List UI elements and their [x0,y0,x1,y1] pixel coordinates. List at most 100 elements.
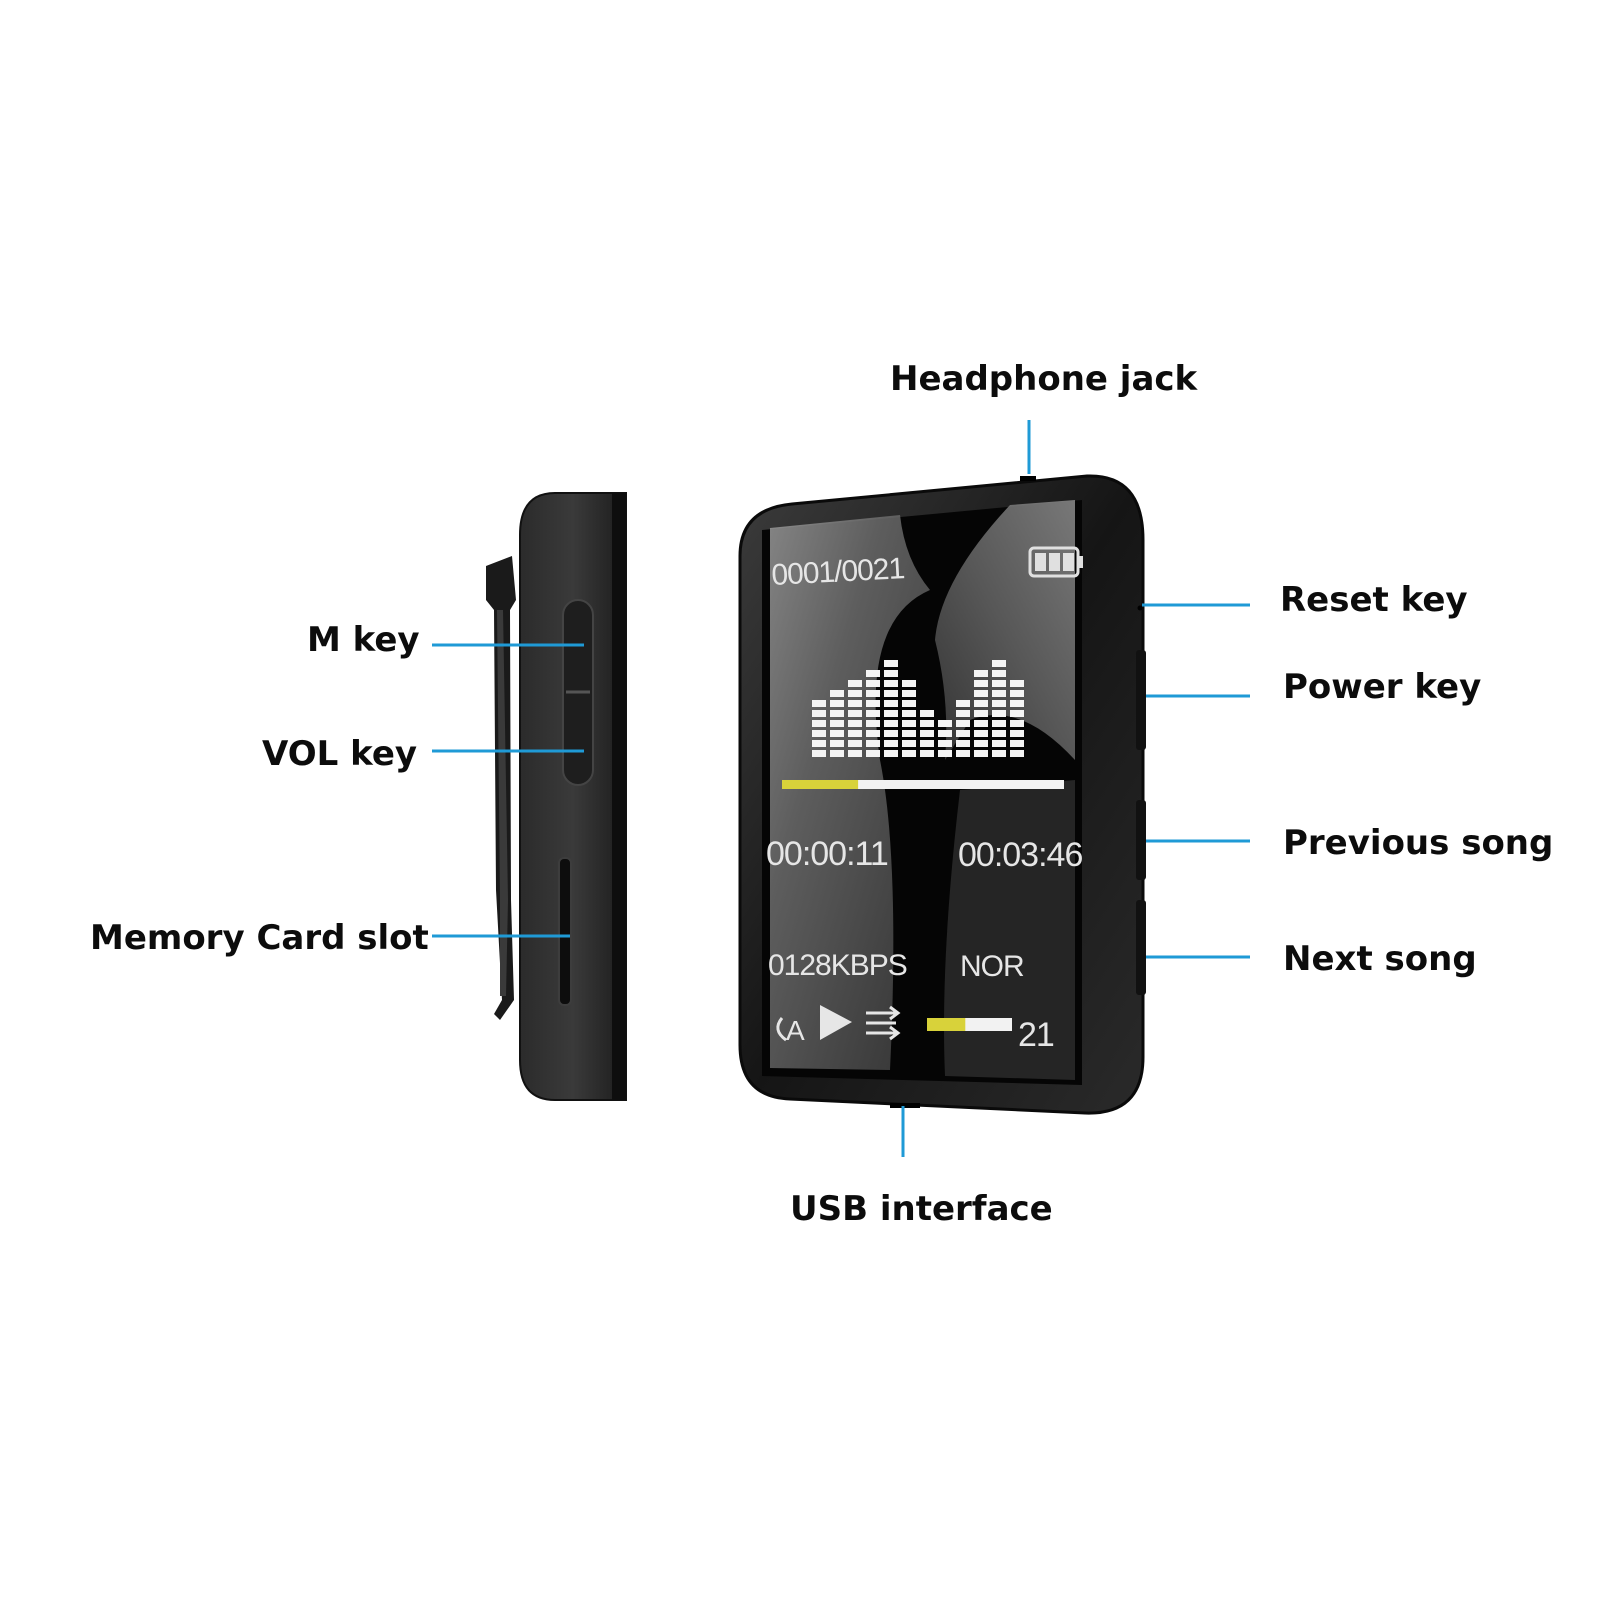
eq-segment [956,740,970,747]
eq-segment [956,700,970,707]
eq-segment [830,700,844,707]
next-song-button[interactable] [1136,900,1146,995]
eq-segment [1010,680,1024,687]
equalizer-visualizer [812,660,1024,757]
eq-segment [992,690,1006,697]
eq-segment [866,730,880,737]
eq-segment [1010,720,1024,727]
label-m-key: M key [307,620,420,660]
eq-segment [1010,740,1024,747]
eq-segment [866,750,880,757]
eq-segment [812,700,826,707]
label-memory-card-slot: Memory Card slot [90,918,429,958]
label-next-song: Next song [1283,939,1477,979]
eq-segment [938,750,952,757]
eq-segment [992,740,1006,747]
eq-segment [866,700,880,707]
eq-segment [902,740,916,747]
eq-segment [902,750,916,757]
eq-segment [992,750,1006,757]
eq-segment [992,700,1006,707]
progress-track [782,780,1064,789]
eq-segment [920,740,934,747]
eq-segment [938,720,952,727]
eq-mode: NOR [960,950,1024,983]
power-key-button[interactable] [1136,650,1146,750]
eq-segment [812,730,826,737]
eq-segment [974,710,988,717]
eq-segment [992,670,1006,677]
bitrate: 0128KBPS [768,949,907,982]
progress-fill [782,780,859,789]
eq-segment [866,740,880,747]
volume-fill [927,1018,966,1031]
eq-segment [974,740,988,747]
track-counter: 0001/0021 [771,552,906,592]
eq-segment [992,730,1006,737]
eq-segment [884,730,898,737]
front-view-device: 0001/0021 00:00:11 00:03:46 0128KBPS NOR… [738,474,1146,1115]
eq-segment [902,710,916,717]
eq-segment [974,700,988,707]
eq-segment [1010,710,1024,717]
repeat-icon [776,1017,787,1042]
eq-segment [884,690,898,697]
eq-segment [830,690,844,697]
eq-segment [992,720,1006,727]
eq-segment [812,720,826,727]
side-body-edge [612,493,626,1100]
belt-clip-inner [497,610,508,996]
eq-segment [956,750,970,757]
eq-segment [866,710,880,717]
eq-segment [866,720,880,727]
eq-segment [812,750,826,757]
label-reset-key: Reset key [1280,580,1468,620]
eq-segment [812,710,826,717]
shuffle-icon [866,1005,901,1041]
eq-segment [884,740,898,747]
eq-segment [848,740,862,747]
eq-segment [1010,730,1024,737]
eq-segment [830,750,844,757]
eq-segment [830,730,844,737]
leader-lines [432,420,1250,1157]
eq-segment [830,710,844,717]
eq-segment [812,740,826,747]
eq-segment [848,700,862,707]
eq-segment [1010,750,1024,757]
eq-segment [974,690,988,697]
eq-segment [830,720,844,727]
usb-interface-port[interactable] [890,1103,920,1108]
reset-key-hole[interactable] [1137,605,1143,611]
eq-segment [1010,700,1024,707]
headphone-jack-port[interactable] [1020,476,1036,481]
eq-segment [1010,690,1024,697]
eq-segment [866,680,880,687]
eq-segment [884,660,898,667]
eq-segment [902,680,916,687]
eq-segment [974,670,988,677]
eq-segment [974,720,988,727]
eq-segment [848,680,862,687]
eq-segment [848,730,862,737]
screen-reflection-lower-right [944,780,1075,1080]
eq-segment [974,730,988,737]
eq-segment [884,670,898,677]
label-previous-song: Previous song [1283,823,1554,863]
battery-icon [1028,546,1083,578]
eq-segment [992,660,1006,667]
previous-song-button[interactable] [1136,800,1146,880]
eq-segment [956,730,970,737]
memory-card-slot[interactable] [558,857,572,1006]
eq-segment [884,710,898,717]
eq-segment [974,680,988,687]
eq-segment [956,720,970,727]
eq-segment [974,750,988,757]
eq-segment [902,730,916,737]
eq-segment [992,680,1006,687]
eq-segment [938,730,952,737]
elapsed-time: 00:00:11 [766,835,888,873]
play-icon [820,1005,852,1040]
eq-segment [848,690,862,697]
